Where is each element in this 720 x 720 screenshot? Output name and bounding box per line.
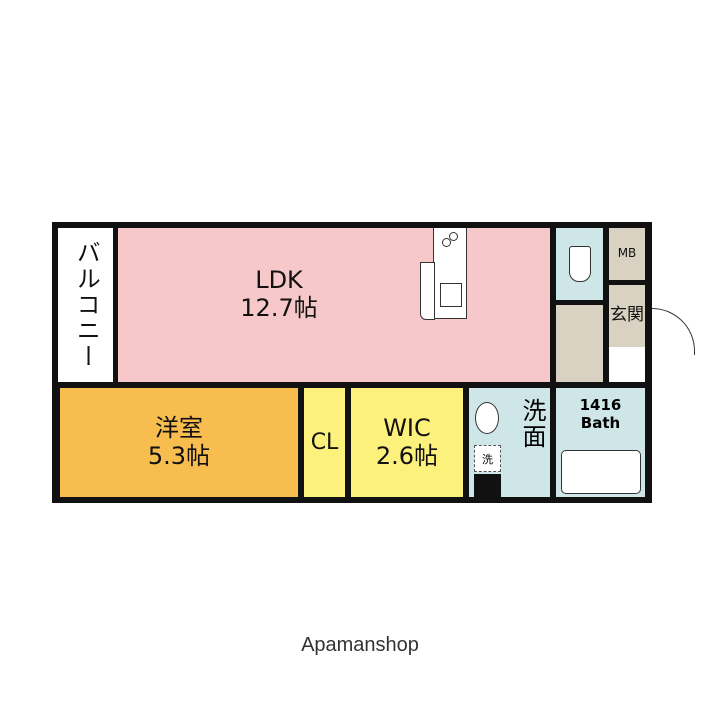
room-ldk: LDK 12.7帖 <box>118 228 550 382</box>
wall-block <box>474 474 501 497</box>
washbasin-icon <box>475 402 499 434</box>
stove-burner-icon <box>449 232 458 241</box>
bath-label: Bath <box>580 414 621 432</box>
stove-burner-icon <box>442 238 451 247</box>
bathtub-icon <box>561 450 641 494</box>
mb-label: MB <box>617 246 637 261</box>
brand-watermark: Apamanshop <box>301 634 419 656</box>
wic-size: 2.6帖 <box>375 441 439 470</box>
entrance-label: 玄関 <box>610 305 644 326</box>
sink-icon <box>440 283 462 307</box>
closet: CL <box>304 388 345 497</box>
counter-extension <box>420 262 435 320</box>
entrance-floor <box>609 347 645 382</box>
washroom-label: 洗面 <box>518 398 546 450</box>
western-label: 洋室 <box>155 413 203 442</box>
balcony: バルコニー <box>58 228 113 382</box>
bathroom: 1416 Bath <box>556 388 645 497</box>
toilet <box>556 228 603 300</box>
entrance: 玄関 <box>609 285 645 347</box>
walk-in-closet: WIC 2.6帖 <box>351 388 463 497</box>
balcony-label: バルコニー <box>72 240 101 370</box>
wic-label: WIC <box>383 413 431 442</box>
meter-box: MB <box>609 228 645 280</box>
front-door[interactable] <box>652 308 695 355</box>
room-western: 洋室 5.3帖 <box>60 388 298 497</box>
ldk-label: LDK <box>255 266 303 295</box>
washroom: 洗 洗面 <box>469 388 550 497</box>
closet-label: CL <box>310 429 339 455</box>
kitchen-counter <box>433 228 467 319</box>
bath-size-label: 1416 <box>579 396 622 414</box>
ldk-size: 12.7帖 <box>240 294 318 322</box>
hallway <box>556 305 603 382</box>
washer-space: 洗 <box>474 445 501 472</box>
western-size: 5.3帖 <box>147 441 211 470</box>
toilet-icon <box>568 246 591 282</box>
